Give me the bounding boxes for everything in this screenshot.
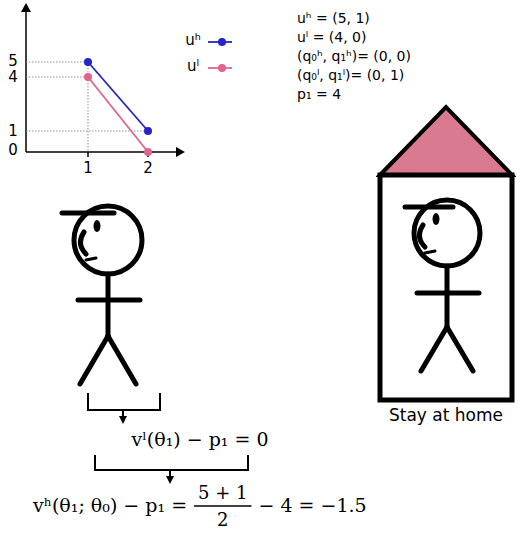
house-shape: Stay at home [376, 104, 516, 428]
series-high [84, 58, 152, 135]
tick-label: 1 [8, 123, 18, 140]
parameter-note: p₁ = 4 [297, 86, 341, 102]
house-outline [376, 104, 516, 428]
guide-lines [26, 62, 148, 152]
parameter-note: uˡ = (4, 0) [297, 29, 366, 45]
tick-label: 0 [8, 142, 18, 159]
stick-figure [62, 206, 142, 384]
legend-label: uˡ [187, 58, 199, 75]
payoff-formula: − 4 = −1.5 [259, 495, 367, 517]
node-caption: Stay at home [389, 406, 503, 426]
payoff-formula: vˡ(θ₁) − p₁ = 0 [131, 429, 268, 451]
tick-label: 5 [8, 53, 18, 70]
parameter-note: (q₀ʰ, q₁ʰ)= (0, 0) [297, 48, 411, 64]
tick-label: 2 [143, 160, 153, 177]
tick-label: 4 [8, 69, 18, 86]
legend-label: uʰ [185, 32, 201, 49]
stick-figure [405, 200, 480, 371]
payoff-formula: vʰ(θ₁; θ₀) − p₁ = [33, 495, 187, 517]
parameter-note: (q₀ˡ, q₁ˡ)= (0, 1) [297, 67, 404, 83]
fraction-denominator: 2 [217, 510, 228, 531]
legend-samples [208, 38, 232, 72]
parameter-note: uʰ = (5, 1) [297, 10, 370, 26]
chart-axes [21, 3, 185, 157]
tick-label: 1 [83, 160, 93, 177]
fraction-bar [194, 505, 251, 506]
series-low [84, 73, 152, 156]
fraction-numerator: 5 + 1 [198, 483, 247, 504]
fraction-bar [194, 506, 251, 507]
